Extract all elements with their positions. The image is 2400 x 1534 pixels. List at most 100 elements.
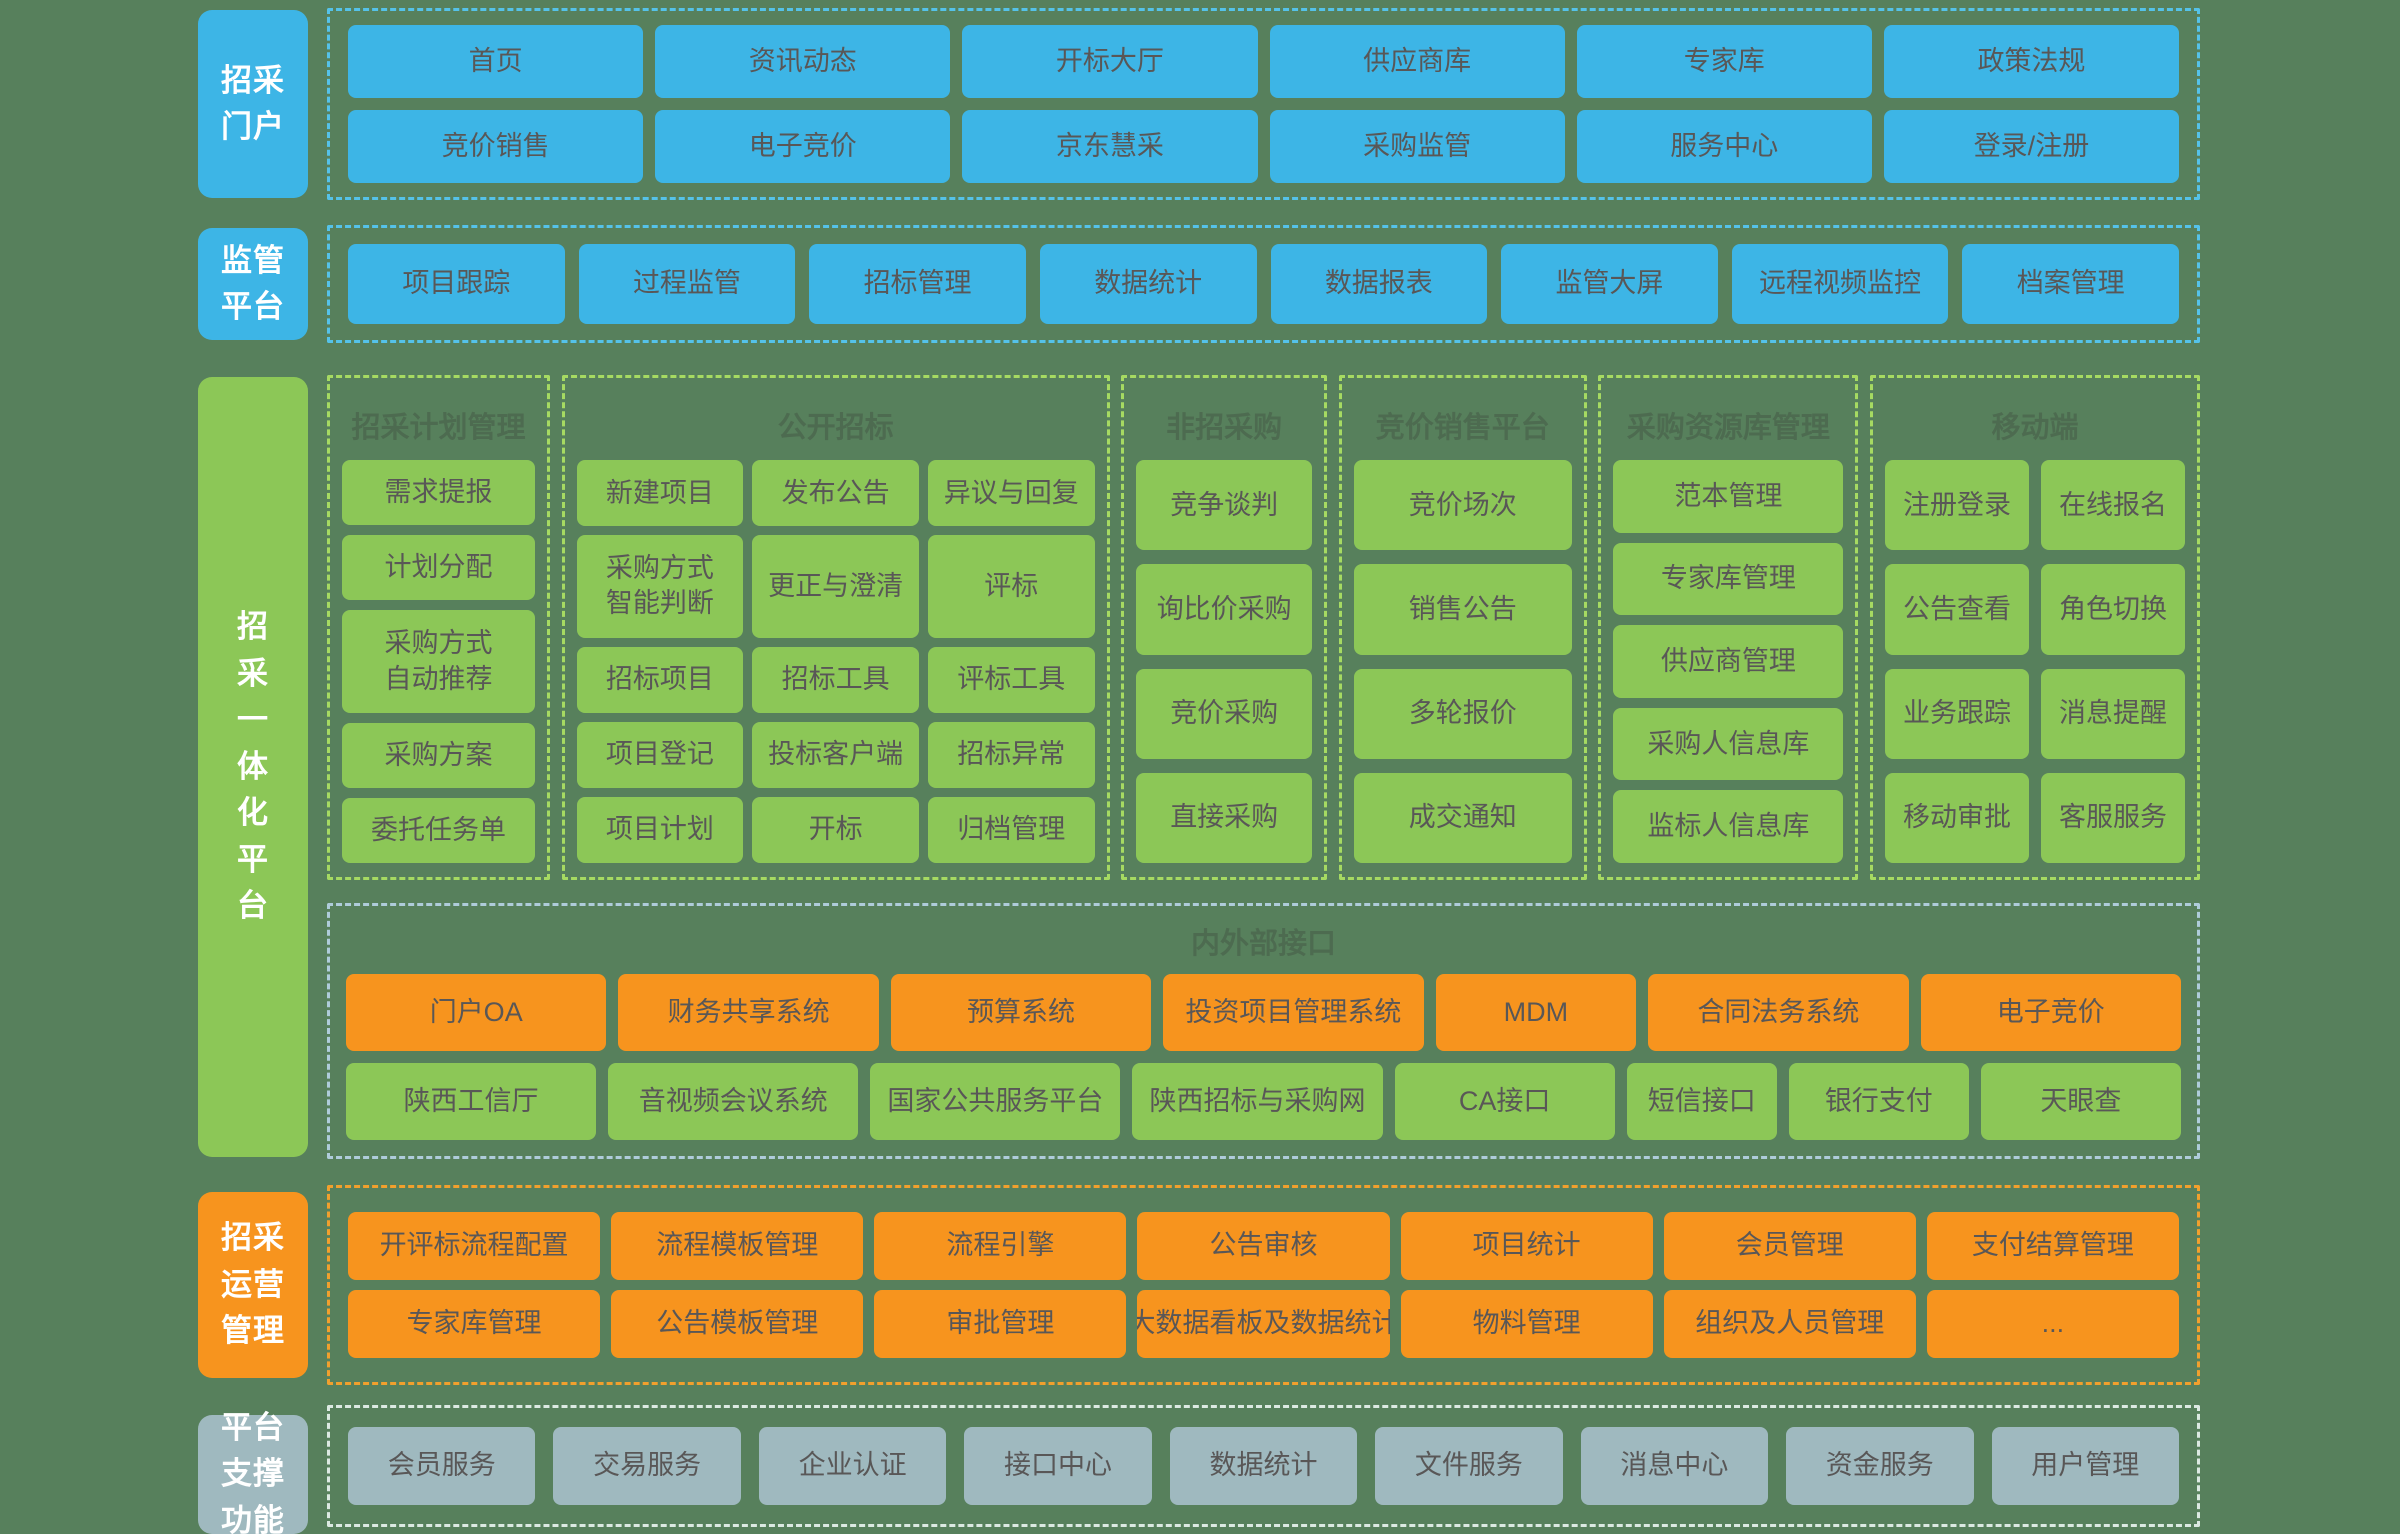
support-module: 交易服务 — [553, 1427, 741, 1505]
support-section-label: 平台 支撑 功能 — [198, 1410, 308, 1534]
non-bidding-module: 询比价采购 — [1136, 564, 1313, 655]
open-bidding-module: 招标项目 — [576, 646, 744, 713]
auction-sale-module: 多轮报价 — [1353, 668, 1572, 759]
internal-interface: 财务共享系统 — [618, 974, 879, 1051]
group-non-bidding-items: 竞争谈判询比价采购竞价采购直接采购 — [1136, 460, 1313, 863]
group-procurement-plan: 招采计划管理 需求提报计划分配采购方式 自动推荐采购方案委托任务单 — [327, 375, 550, 880]
operation-module: 流程引擎 — [874, 1212, 1127, 1280]
group-auction-sale: 竞价销售平台 竞价场次销售公告多轮报价成交通知 — [1338, 375, 1587, 880]
group-auction-sale-items: 竞价场次销售公告多轮报价成交通知 — [1353, 460, 1572, 863]
support-module: 数据统计 — [1169, 1427, 1358, 1505]
resource-module: 采购人信息库 — [1613, 707, 1844, 781]
external-interface: 银行支付 — [1788, 1063, 1969, 1140]
portal-box: 首页资讯动态开标大厅供应商库专家库政策法规 竞价销售电子竞价京东慧采采购监管服务… — [327, 8, 2200, 200]
operation-module: 公告模板管理 — [611, 1290, 864, 1358]
group-title: 公开招标 — [777, 412, 894, 444]
portal-module: 开标大厅 — [962, 25, 1258, 98]
support-box: 会员服务交易服务企业认证接口中心数据统计文件服务消息中心资金服务用户管理 — [327, 1405, 2200, 1527]
external-interface: 国家公共服务平台 — [870, 1063, 1121, 1140]
group-non-bidding: 非招采购 竞争谈判询比价采购竞价采购直接采购 — [1121, 375, 1328, 880]
open-bidding-module: 评标工具 — [927, 646, 1095, 713]
external-interface: CA接口 — [1394, 1063, 1615, 1140]
group-title: 非招采购 — [1166, 412, 1283, 444]
supervision-module: 过程监管 — [578, 244, 796, 324]
supervision-module: 数据统计 — [1039, 244, 1257, 324]
supervision-box: 项目跟踪过程监管招标管理数据统计数据报表监管大屏远程视频监控档案管理 — [327, 225, 2200, 343]
portal-module: 专家库 — [1576, 25, 1872, 98]
portal-row-2: 竞价销售电子竞价京东慧采采购监管服务中心登录/注册 — [348, 110, 2180, 183]
auction-sale-module: 销售公告 — [1353, 564, 1572, 655]
auction-sale-module: 成交通知 — [1353, 772, 1572, 863]
supervision-module: 监管大屏 — [1501, 244, 1718, 324]
open-bidding-module: 项目计划 — [576, 796, 744, 863]
support-module: 企业认证 — [758, 1427, 947, 1505]
external-interface: 短信接口 — [1626, 1063, 1777, 1140]
interfaces-title: 内外部接口 — [1190, 928, 1336, 960]
plan-module: 需求提报 — [342, 460, 535, 525]
open-bidding-module: 发布公告 — [752, 460, 919, 527]
internal-interface: 门户OA — [346, 974, 607, 1051]
group-title: 采购资源库管理 — [1626, 412, 1830, 444]
support-module: 文件服务 — [1375, 1427, 1563, 1505]
open-bidding-module: 招标工具 — [752, 646, 919, 713]
portal-module: 资讯动态 — [655, 25, 951, 98]
group-title: 移动端 — [1991, 412, 2079, 444]
mobile-module: 注册登录 — [1884, 460, 2029, 551]
mobile-module: 公告查看 — [1884, 564, 2029, 655]
supervision-module: 数据报表 — [1270, 244, 1488, 324]
portal-module: 首页 — [348, 25, 644, 98]
resource-module: 供应商管理 — [1613, 625, 1844, 698]
open-bidding-module: 招标异常 — [927, 721, 1095, 788]
portal-module: 登录/注册 — [1883, 110, 2180, 183]
external-interface: 陕西工信厅 — [346, 1063, 597, 1140]
operation-section-label: 招采 运营 管理 — [198, 1192, 308, 1378]
resource-module: 范本管理 — [1613, 460, 1844, 533]
internal-interface: MDM — [1435, 974, 1637, 1051]
mobile-module: 客服服务 — [2040, 772, 2185, 863]
mobile-module: 在线报名 — [2040, 460, 2185, 551]
external-interface: 陕西招标与采购网 — [1132, 1063, 1383, 1140]
portal-module: 京东慧采 — [962, 110, 1258, 183]
open-bidding-module: 采购方式 智能判断 — [576, 535, 744, 638]
operation-row-2: 专家库管理公告模板管理审批管理大数据看板及数据统计物料管理组织及人员管理... — [348, 1290, 2179, 1358]
internal-interface: 预算系统 — [890, 974, 1152, 1051]
external-interface: 天眼查 — [1980, 1063, 2181, 1140]
plan-module: 计划分配 — [342, 534, 535, 600]
open-bidding-module: 项目登记 — [576, 721, 744, 788]
plan-module: 采购方式 自动推荐 — [342, 609, 535, 714]
portal-row-1: 首页资讯动态开标大厅供应商库专家库政策法规 — [348, 25, 2180, 98]
operation-module: 物料管理 — [1400, 1290, 1653, 1358]
portal-module: 采购监管 — [1269, 110, 1565, 183]
portal-section-label: 招采 门户 — [198, 10, 308, 198]
support-row: 会员服务交易服务企业认证接口中心数据统计文件服务消息中心资金服务用户管理 — [348, 1427, 2179, 1505]
auction-sale-module: 竞价场次 — [1353, 460, 1572, 551]
open-bidding-module: 新建项目 — [576, 460, 744, 527]
mobile-module: 角色切换 — [2040, 564, 2185, 655]
mobile-module: 业务跟踪 — [1884, 668, 2029, 759]
open-bidding-module: 异议与回复 — [927, 460, 1095, 527]
operation-module: 审批管理 — [874, 1290, 1127, 1358]
mobile-module: 移动审批 — [1884, 772, 2029, 863]
support-module: 用户管理 — [1991, 1427, 2179, 1505]
group-title: 招采计划管理 — [351, 412, 526, 444]
integrated-section-label: 招 采 一 体 化 平 台 — [198, 377, 308, 1157]
portal-module: 电子竞价 — [655, 110, 951, 183]
portal-module: 政策法规 — [1883, 25, 2180, 98]
operation-module: 公告审核 — [1137, 1212, 1390, 1280]
portal-module: 服务中心 — [1576, 110, 1872, 183]
group-plan-items: 需求提报计划分配采购方式 自动推荐采购方案委托任务单 — [342, 460, 535, 864]
mobile-module: 消息提醒 — [2040, 668, 2185, 759]
operation-module: 开评标流程配置 — [348, 1212, 601, 1280]
supervision-module: 项目跟踪 — [348, 244, 565, 324]
operation-module: ... — [1926, 1290, 2179, 1358]
group-mobile: 移动端 注册登录在线报名公告查看角色切换业务跟踪消息提醒移动审批客服服务 — [1869, 375, 2200, 880]
internal-interface: 合同法务系统 — [1648, 974, 1909, 1051]
group-resource-items: 范本管理专家库管理供应商管理采购人信息库监标人信息库 — [1613, 460, 1844, 863]
operation-module: 支付结算管理 — [1926, 1212, 2179, 1280]
portal-module: 供应商库 — [1269, 25, 1565, 98]
operation-module: 组织及人员管理 — [1663, 1290, 1916, 1358]
supervision-module: 档案管理 — [1962, 244, 2179, 324]
